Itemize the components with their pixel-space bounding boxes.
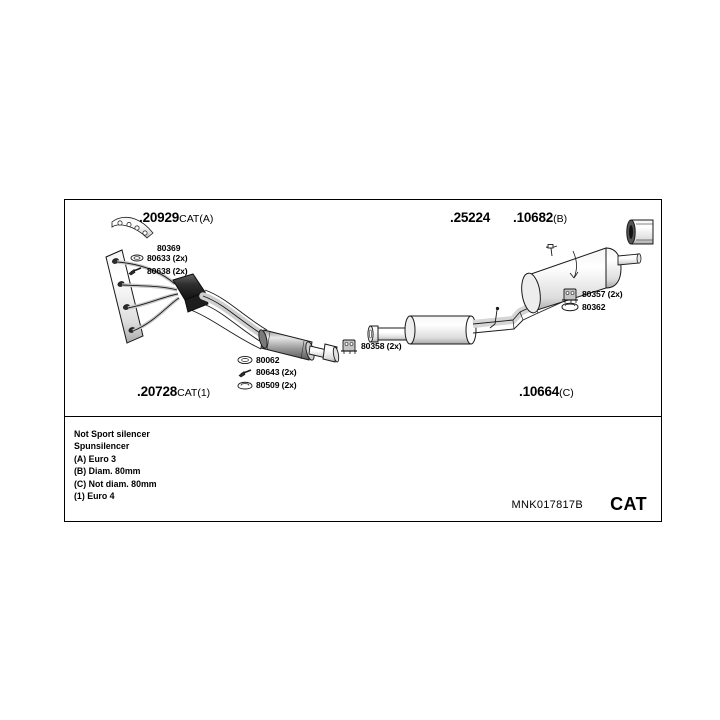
clamp-icon-80362 (561, 302, 579, 312)
ref-number: 10664 (522, 384, 560, 399)
assembly-ref-10682: .10682(B) (513, 211, 567, 225)
centre-pipe-inlet (367, 325, 412, 343)
downpipe (190, 289, 269, 350)
legend-line-0: Not Sport silencer (74, 429, 150, 439)
reference-code: MNK017817B (511, 499, 583, 511)
assembly-ref-10664: .10664(C) (519, 385, 574, 399)
centre-pipe-hanger-stud (489, 306, 500, 329)
centre-silencer-body (404, 315, 477, 345)
bolt-icon-80638 (128, 267, 142, 276)
cat-outlet-flange (308, 343, 340, 363)
oval-gasket-icon-80633 (130, 254, 144, 262)
part-label-80062: 80062 (256, 355, 280, 365)
oval-gasket-icon-80062 (237, 355, 253, 365)
rear-muffler-body (521, 247, 622, 314)
exhaust-system-drawing (105, 216, 654, 390)
manifold-collector (172, 273, 209, 313)
part-label-80643: 80643 (2x) (256, 367, 297, 377)
bolt-icon-80643 (238, 369, 252, 378)
legend-line-3: (B) Diam. 80mm (74, 466, 141, 477)
legend-line-4: (C) Not diam. 80mm (74, 478, 157, 489)
assembly-ref-20929: .20929CAT(A) (139, 211, 213, 225)
legend-line-2: (A) Euro 3 (74, 453, 117, 464)
tailpipe-trim-part (626, 219, 654, 245)
legend-block: Not Sport silencer Spunsilencer (A) Euro… (74, 428, 157, 502)
part-label-80358: 80358 (2x) (361, 341, 402, 351)
ref-suffix: CAT(1) (177, 387, 211, 399)
manifold-gasket-icon (111, 216, 154, 239)
part-label-80362: 80362 (582, 302, 606, 312)
assembly-ref-20728: .20728CAT(1) (137, 385, 210, 399)
manifold-runners (116, 260, 181, 333)
ref-number: 20728 (140, 384, 178, 399)
ref-number: 20929 (142, 210, 180, 225)
ref-suffix: CAT(A) (179, 213, 214, 225)
manifold-assembly-group (105, 249, 340, 363)
panel-divider (65, 416, 661, 417)
ref-suffix: (C) (559, 387, 574, 399)
assembly-ref-25224: .25224 (450, 211, 490, 225)
muffler-hanger-bracket (545, 244, 558, 257)
part-label-80509: 80509 (2x) (256, 380, 297, 390)
rubber-hanger-icon-80357 (562, 288, 578, 303)
tailpipe-stub (617, 253, 642, 266)
ref-dot: . (137, 384, 141, 399)
ref-dot: . (519, 384, 523, 399)
rear-muffler-assembly-group (521, 244, 642, 314)
cone-ring-icon-80509 (237, 381, 253, 390)
legend-line-5: (1) Euro 4 (74, 491, 115, 502)
ref-dot: . (513, 210, 517, 225)
part-label-80633: 80633 (2x) (147, 253, 188, 263)
ref-number: 10682 (516, 210, 554, 225)
part-label-80357: 80357 (2x) (582, 289, 623, 299)
ref-dot: . (450, 210, 454, 225)
ref-dot: . (139, 210, 143, 225)
ref-number: 25224 (453, 210, 491, 225)
part-label-80369: 80369 (157, 243, 181, 253)
rubber-hanger-icon-80358 (341, 339, 357, 354)
muffler-seam-detail (569, 250, 579, 279)
legend-line-1: Spunsilencer (74, 441, 130, 452)
ref-suffix: (B) (553, 213, 568, 225)
diagram-title: CAT (610, 494, 647, 514)
part-label-80638: 80638 (2x) (147, 266, 188, 276)
diagram-frame: .20929CAT(A) .25224 .10682(B) .20728CAT(… (64, 199, 662, 522)
